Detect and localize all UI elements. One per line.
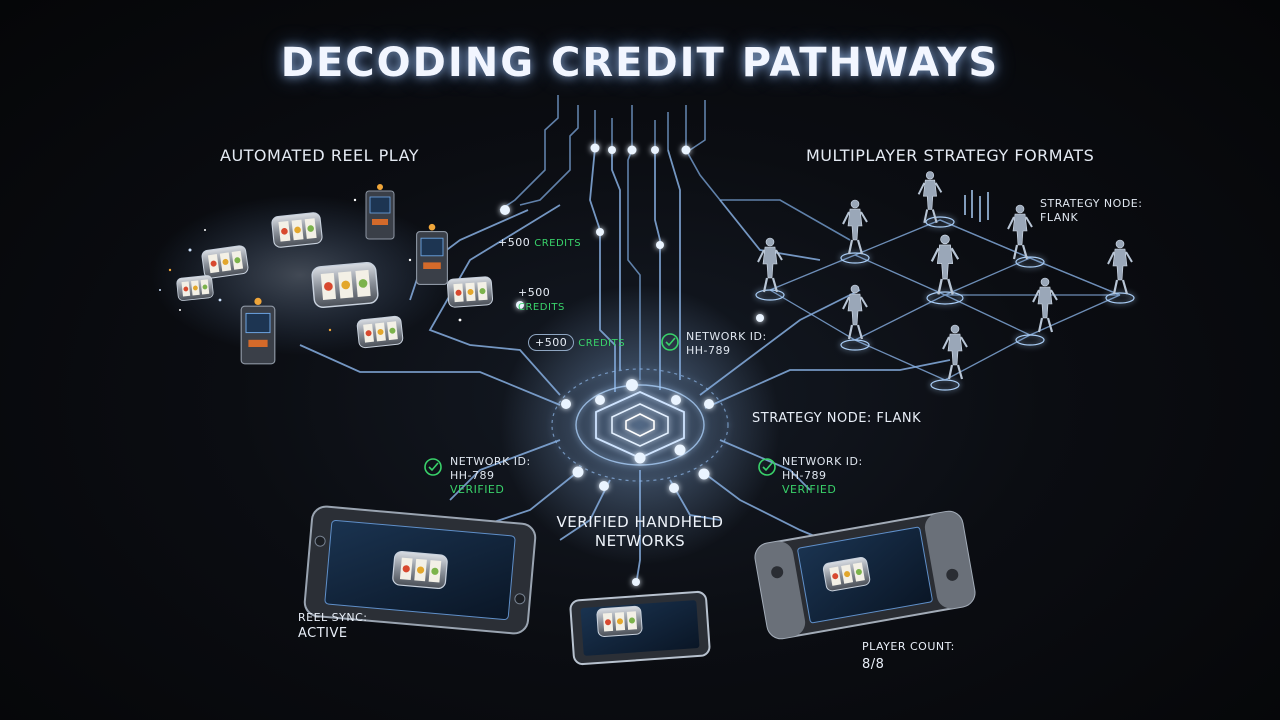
network-id-label: NETWORK ID: [686, 330, 767, 343]
strategy-node-value: FLANK [1040, 211, 1079, 224]
handheld-title-line1: VERIFIED HANDHELD [556, 513, 724, 531]
section-label-multiplayer: MULTIPLAYER STRATEGY FORMATS [806, 146, 1095, 165]
hub-glow [500, 285, 780, 565]
credit-amount: +500 [518, 286, 551, 299]
network-id-label: NETWORK ID: [782, 455, 863, 468]
grid-node-rings [755, 216, 1135, 391]
handheld-console-icon [754, 510, 976, 640]
network-id-center: NETWORK ID: HH-789 [686, 330, 767, 358]
strategy-node-center: STRATEGY NODE: FLANK [752, 411, 922, 426]
network-id-value: HH-789 [450, 469, 495, 482]
credit-badge-2: +500 CREDITS [518, 286, 565, 315]
strategy-node-top: STRATEGY NODE: FLANK [1040, 197, 1142, 225]
network-id-right: NETWORK ID: HH-789 VERIFIED [782, 455, 863, 497]
pathway-nodes [500, 143, 764, 586]
tablet-device-icon [303, 505, 537, 635]
section-label-reel: AUTOMATED REEL PLAY [220, 146, 420, 165]
circuit-traces-top [499, 95, 851, 380]
credit-amount: +500 [498, 236, 531, 249]
reel-sync-value: ACTIVE [298, 626, 348, 641]
phone-device-icon [569, 590, 711, 666]
signal-bars [964, 190, 989, 222]
network-id-left: NETWORK ID: HH-789 VERIFIED [450, 455, 531, 497]
credit-badge-1: +500 CREDITS [498, 236, 581, 249]
verified-status: VERIFIED [782, 483, 837, 496]
reel-sync-label: REEL SYNC: [298, 611, 368, 624]
diagram-title: DECODING CREDIT PATHWAYS [280, 40, 1000, 86]
pathway-lines [299, 147, 951, 586]
check-circle-icon [424, 333, 776, 476]
player-count-value: 8/8 [862, 657, 885, 672]
section-label-handheld: VERIFIED HANDHELD NETWORKS [540, 513, 740, 551]
credit-unit: CREDITS [518, 302, 565, 313]
player-count-status: PLAYER COUNT: 8/8 [862, 638, 955, 674]
handheld-title-line2: NETWORKS [594, 532, 686, 550]
network-id-value: HH-789 [782, 469, 827, 482]
credit-unit: CREDITS [578, 338, 626, 349]
player-count-label: PLAYER COUNT: [862, 640, 955, 653]
reel-sync-status: REEL SYNC: ACTIVE [298, 610, 368, 642]
credit-badge-3: +500 CREDITS [528, 334, 626, 351]
network-id-value: HH-789 [686, 344, 731, 357]
credit-unit: CREDITS [534, 238, 582, 249]
strategy-node-label: STRATEGY NODE: [1040, 197, 1143, 210]
verified-status: VERIFIED [450, 483, 505, 496]
credit-amount: +500 [528, 334, 575, 351]
multiplayer-grid [769, 219, 1121, 381]
network-id-label: NETWORK ID: [450, 455, 531, 468]
